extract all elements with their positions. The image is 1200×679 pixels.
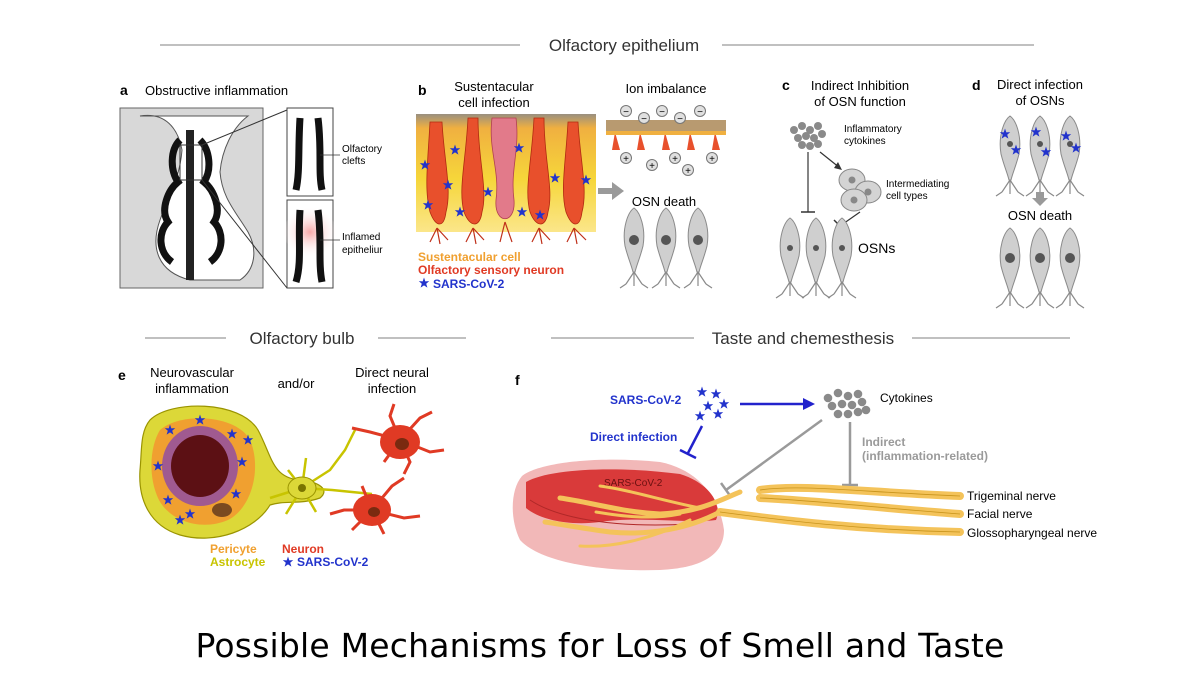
osns-c bbox=[775, 217, 857, 299]
virus-cluster-f bbox=[694, 386, 730, 421]
intermediate-cells bbox=[838, 168, 882, 212]
dying-osns-d bbox=[995, 227, 1085, 309]
svg-text:+: + bbox=[672, 154, 678, 165]
panel-b: b Sustentacular cell infection bbox=[416, 79, 726, 291]
infected-osns-d bbox=[995, 115, 1085, 197]
cytokine-cluster-c bbox=[790, 122, 826, 150]
section-header-taste: Taste and chemesthesis bbox=[551, 329, 1070, 348]
pericyte-nucleus bbox=[212, 503, 232, 517]
label-trigeminal: Trigeminal nerve bbox=[967, 489, 1056, 503]
section-title-epithelium: Olfactory epithelium bbox=[549, 36, 699, 55]
panel-c: c Indirect Inhibition of OSN function In… bbox=[775, 77, 949, 299]
panel-e-title-left-2: inflammation bbox=[155, 381, 229, 396]
vessel-lumen bbox=[171, 435, 229, 497]
label-olfactory: Olfactory bbox=[342, 144, 382, 155]
plus-ions: + + + + + bbox=[620, 152, 718, 177]
legend-virus: SARS-CoV-2 bbox=[433, 277, 505, 291]
panel-b-title-2: cell infection bbox=[458, 95, 530, 110]
svg-text:−: − bbox=[659, 107, 665, 118]
dying-osns-b bbox=[619, 207, 713, 289]
panel-e: e Neurovascular inflammation and/or Dire… bbox=[118, 365, 445, 569]
panel-d-title-2: of OSNs bbox=[1015, 93, 1065, 108]
label-facial: Facial nerve bbox=[967, 507, 1033, 521]
neuron-top bbox=[351, 403, 445, 475]
section-title-bulb: Olfactory bulb bbox=[250, 329, 355, 348]
legend-pericyte: Pericyte bbox=[210, 542, 257, 556]
label-intermediating: Intermediating bbox=[886, 179, 949, 190]
minus-ions: − − − − − bbox=[620, 105, 706, 125]
label-glossopharyngeal: Glossopharyngeal nerve bbox=[967, 526, 1097, 540]
label-cytokines: cytokines bbox=[844, 136, 886, 147]
section-title-taste: Taste and chemesthesis bbox=[712, 329, 894, 348]
panel-a: a Obstructive inflammation Olfactory cle… bbox=[119, 82, 383, 289]
panel-e-title-left-1: Neurovascular bbox=[150, 365, 234, 380]
svg-text:+: + bbox=[685, 166, 691, 177]
figure-canvas: Olfactory epithelium Olfactory bulb Tast… bbox=[118, 36, 1097, 571]
panel-a-title: Obstructive inflammation bbox=[145, 83, 288, 98]
panel-b-title-1: Sustentacular bbox=[454, 79, 534, 94]
cytokine-cluster-f bbox=[823, 388, 871, 419]
label-inflammation-related: (inflammation-related) bbox=[862, 449, 988, 463]
legend-virus-e: SARS-CoV-2 bbox=[297, 555, 369, 569]
label-cell-types: cell types bbox=[886, 191, 928, 202]
svg-text:+: + bbox=[649, 161, 655, 172]
label-clefts: clefts bbox=[342, 156, 365, 167]
label-osns: OSNs bbox=[858, 240, 895, 256]
label-epithelium: epitheliur bbox=[342, 245, 383, 256]
legend-astrocyte: Astrocyte bbox=[210, 555, 266, 569]
section-header-olfactory-bulb: Olfactory bulb bbox=[145, 329, 466, 348]
label-indirect: Indirect bbox=[862, 435, 905, 449]
svg-text:−: − bbox=[697, 107, 703, 118]
panel-a-letter: a bbox=[120, 82, 128, 98]
panel-b-letter: b bbox=[418, 82, 427, 98]
legend-osn: Olfactory sensory neuron bbox=[418, 263, 564, 277]
panel-e-andor: and/or bbox=[278, 376, 316, 391]
astrocyte bbox=[269, 427, 373, 515]
label-direct-infection: Direct infection bbox=[590, 430, 677, 444]
panel-f: f SARS-CoV-2 Cytokines Direct infection … bbox=[512, 372, 1097, 571]
osn-death-b: OSN death bbox=[632, 194, 696, 209]
label-inflamed: Inflamed bbox=[342, 232, 380, 243]
svg-text:−: − bbox=[677, 114, 683, 125]
arrow-b bbox=[598, 182, 624, 200]
legend-neuron: Neuron bbox=[282, 542, 324, 556]
section-header-olfactory-epithelium: Olfactory epithelium bbox=[160, 36, 1034, 55]
tongue-surface bbox=[526, 469, 718, 524]
osn-death-d: OSN death bbox=[1008, 208, 1072, 223]
legend-sustentacular: Sustentacular cell bbox=[418, 250, 521, 264]
panel-e-title-right-2: infection bbox=[368, 381, 416, 396]
panel-c-title-1: Indirect Inhibition bbox=[811, 78, 909, 93]
neuron-bottom bbox=[329, 476, 421, 535]
svg-text:−: − bbox=[641, 114, 647, 125]
panel-f-letter: f bbox=[515, 372, 520, 388]
panel-e-letter: e bbox=[118, 367, 126, 383]
figure-caption: Possible Mechanisms for Loss of Smell an… bbox=[195, 626, 1005, 665]
panel-d-title-1: Direct infection bbox=[997, 77, 1083, 92]
panel-d: d Direct infection of OSNs OSN death bbox=[972, 77, 1085, 309]
svg-text:−: − bbox=[623, 107, 629, 118]
label-sars-tongue: SARS-CoV-2 bbox=[604, 478, 663, 489]
label-sars-f: SARS-CoV-2 bbox=[610, 393, 682, 407]
panel-c-title-2: of OSN function bbox=[814, 94, 906, 109]
panel-e-title-right-1: Direct neural bbox=[355, 365, 429, 380]
label-cytokines-f: Cytokines bbox=[880, 391, 933, 405]
svg-text:+: + bbox=[709, 154, 715, 165]
label-inflammatory: Inflammatory bbox=[844, 124, 902, 135]
panel-c-letter: c bbox=[782, 77, 790, 93]
panel-d-letter: d bbox=[972, 77, 981, 93]
svg-text:+: + bbox=[623, 154, 629, 165]
ion-imbalance-label: Ion imbalance bbox=[626, 81, 707, 96]
